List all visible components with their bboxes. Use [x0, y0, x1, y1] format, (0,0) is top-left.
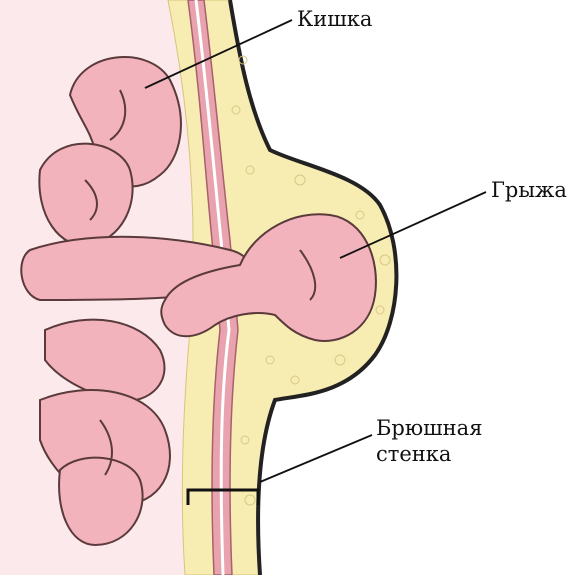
abdominal-wall-label-line1: Брюшная	[376, 415, 482, 441]
abdominal-wall-label-line2: стенка	[376, 441, 482, 467]
wall-leader-line	[260, 435, 372, 482]
abdominal-wall-label: Брюшная стенка	[376, 415, 482, 467]
hernia-label: Грыжа	[491, 177, 567, 203]
intestine-label: Кишка	[297, 6, 372, 32]
